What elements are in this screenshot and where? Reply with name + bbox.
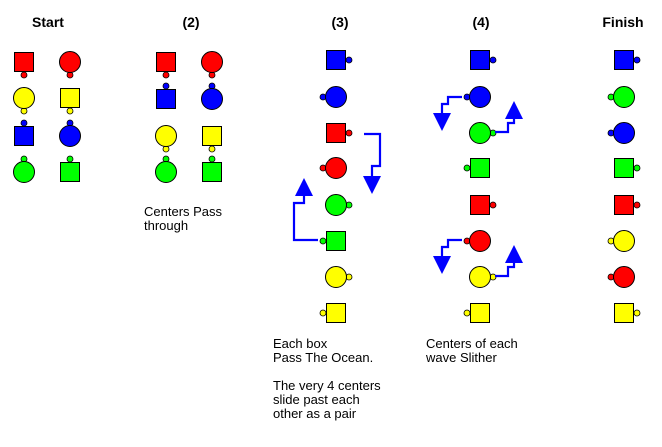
step-4-dancer-blue-circle <box>463 86 491 108</box>
arrowhead-down <box>433 256 451 274</box>
arrow-step4-top-up <box>495 101 523 134</box>
note-line: The very 4 centers <box>273 378 381 393</box>
arrows-layer <box>292 95 523 278</box>
arrow-step3-center-up <box>292 178 318 242</box>
header-finish: Finish <box>602 14 643 30</box>
step-3-dancer-yellow-circle <box>325 266 353 288</box>
finish-dancer-red-square <box>614 195 641 215</box>
step-4-dancer-yellow-square <box>463 303 490 323</box>
note-line: Each box <box>273 336 328 351</box>
step-2-dancer-green-circle <box>155 155 177 183</box>
note-line: slide past each <box>273 392 360 407</box>
arrowhead-down <box>433 113 451 131</box>
step-2-dancer-blue-circle <box>201 82 223 110</box>
step-3-dancer-red-square <box>326 123 353 143</box>
step-3-dancer-blue-square <box>326 50 353 70</box>
header-step-3: (3) <box>331 14 348 30</box>
step-2-dancer-green-square <box>202 155 222 182</box>
finish-dancer-green-square <box>614 158 641 178</box>
note-step-4: Centers of each wave Slither <box>426 337 518 365</box>
arrowhead-up <box>295 178 313 196</box>
step-4-dancer-green-square <box>463 158 490 178</box>
note-line: through <box>144 218 189 233</box>
note-step-3: Each box Pass The Ocean. The very 4 cent… <box>273 337 381 421</box>
note-line: Centers Pass <box>144 204 223 219</box>
start-dancer-yellow-circle <box>13 87 35 115</box>
step-2-dancer-blue-square <box>156 82 176 109</box>
step-3-dancer-green-circle <box>325 194 353 216</box>
arrow-step3-center-down <box>363 132 382 194</box>
arrowhead-down <box>363 176 381 194</box>
start-dancer-red-circle <box>59 51 81 79</box>
arrowhead-up <box>505 245 523 263</box>
start-dancer-red-square <box>14 52 34 79</box>
finish-dancer-green-circle <box>607 86 635 108</box>
arrow-step4-top-down <box>433 95 462 131</box>
arrow-step4-bottom-up <box>495 245 523 278</box>
finish-dancer-blue-square <box>614 50 641 70</box>
header-start: Start <box>32 14 64 30</box>
note-line <box>273 365 381 379</box>
note-line: Pass The Ocean. <box>273 350 374 365</box>
step-3-dancer-green-square <box>319 231 346 251</box>
note-step-2: Centers Pass through <box>144 205 222 233</box>
arrowhead-up <box>505 101 523 119</box>
start-dancer-green-circle <box>13 155 35 183</box>
step-4-dancer-yellow-circle <box>469 266 497 288</box>
arrow-step4-bottom-down <box>433 238 462 274</box>
finish-dancer-yellow-circle <box>607 230 635 252</box>
step-2-dancer-red-circle <box>201 51 223 79</box>
step-4-dancer-red-circle <box>463 230 491 252</box>
step-4-dancer-green-circle <box>469 122 497 144</box>
start-dancer-blue-square <box>14 119 34 146</box>
finish-dancer-red-circle <box>607 266 635 288</box>
start-dancer-green-square <box>60 155 80 182</box>
step-2-dancer-yellow-square <box>202 126 222 153</box>
dancers-layer <box>13 50 641 323</box>
start-dancer-yellow-square <box>60 88 80 115</box>
note-line: wave Slither <box>426 350 497 365</box>
finish-dancer-blue-circle <box>607 122 635 144</box>
step-2-dancer-red-square <box>156 52 176 79</box>
header-step-4: (4) <box>472 14 489 30</box>
header-step-2: (2) <box>182 14 199 30</box>
step-2-dancer-yellow-circle <box>155 125 177 153</box>
step-3-dancer-blue-circle <box>319 86 347 108</box>
step-4-dancer-blue-square <box>470 50 497 70</box>
note-line: other as a pair <box>273 406 357 421</box>
note-line: Centers of each <box>426 336 518 351</box>
step-4-dancer-red-square <box>470 195 497 215</box>
step-3-dancer-red-circle <box>319 157 347 179</box>
step-3-dancer-yellow-square <box>319 303 346 323</box>
start-dancer-blue-circle <box>59 119 81 147</box>
finish-dancer-yellow-square <box>614 303 641 323</box>
